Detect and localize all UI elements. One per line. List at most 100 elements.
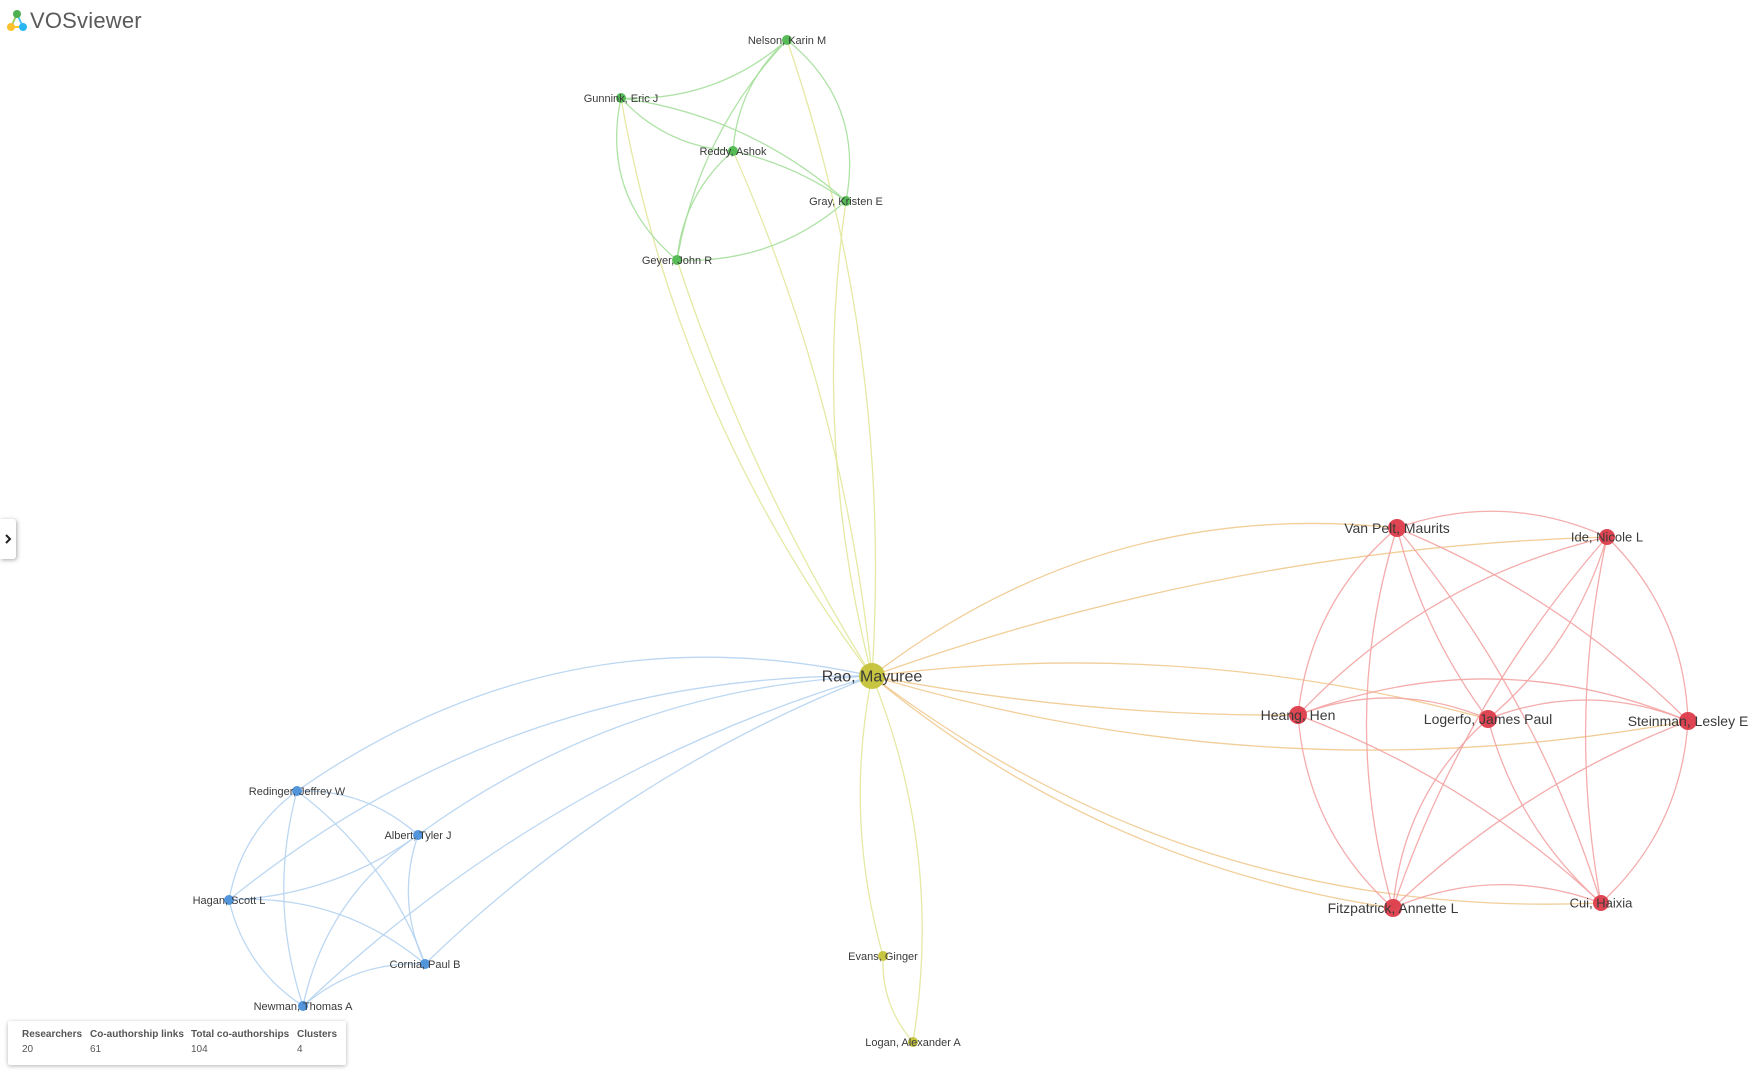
node-circle[interactable] xyxy=(1679,712,1697,730)
node-newman[interactable]: Newman, Thomas A xyxy=(254,1001,354,1013)
co-authorship-edge xyxy=(424,675,873,965)
co-authorship-edge xyxy=(283,790,304,1007)
node-label[interactable]: Newman, Thomas A xyxy=(254,1001,354,1013)
node-nelson[interactable]: Nelson, Karin M xyxy=(748,35,826,47)
node-label[interactable]: Van Pelt, Maurits xyxy=(1344,520,1450,536)
stat-clusters: Clusters 4 xyxy=(297,1029,337,1055)
co-authorship-edge xyxy=(871,522,1398,677)
network-edges xyxy=(228,39,1689,1043)
node-circle[interactable] xyxy=(672,255,682,265)
co-authorship-edge xyxy=(1606,536,1689,722)
node-circle[interactable] xyxy=(1384,899,1402,917)
node-circle[interactable] xyxy=(728,146,738,156)
stat-links: Co-authorship links 61 xyxy=(90,1029,184,1055)
co-authorship-edge xyxy=(1487,699,1689,722)
co-authorship-edge xyxy=(871,536,1608,677)
co-authorship-edge xyxy=(871,675,1394,909)
node-circle[interactable] xyxy=(841,196,851,206)
co-authorship-edge xyxy=(732,150,847,202)
co-authorship-edge xyxy=(228,834,419,901)
co-authorship-edge xyxy=(302,834,419,1007)
node-label[interactable]: Logan, Alexander A xyxy=(865,1037,961,1049)
node-label[interactable]: Heang, Hen xyxy=(1261,707,1336,723)
node-circle[interactable] xyxy=(878,951,888,961)
node-logan[interactable]: Logan, Alexander A xyxy=(865,1037,961,1049)
node-gunnink[interactable]: Gunnink, Eric J xyxy=(584,93,659,105)
node-circle[interactable] xyxy=(1289,706,1307,724)
node-label[interactable]: Geyer, John R xyxy=(642,255,712,267)
node-heang[interactable]: Heang, Hen xyxy=(1261,706,1336,724)
node-circle[interactable] xyxy=(224,895,234,905)
node-circle[interactable] xyxy=(298,1001,308,1011)
node-circle[interactable] xyxy=(616,93,626,103)
node-circle[interactable] xyxy=(782,35,792,45)
node-label[interactable]: Nelson, Karin M xyxy=(748,35,826,47)
node-circle[interactable] xyxy=(413,830,423,840)
co-authorship-edge xyxy=(296,790,419,836)
stat-links-value: 61 xyxy=(90,1044,102,1055)
vosviewer-logo-icon xyxy=(7,10,27,31)
node-label[interactable]: Ide, Nicole L xyxy=(1571,530,1643,545)
node-label[interactable]: Steinman, Lesley E xyxy=(1628,713,1749,729)
node-fitzpatrick[interactable]: Fitzpatrick, Annette L xyxy=(1328,899,1459,917)
co-authorship-edge xyxy=(417,675,873,836)
co-authorship-edge xyxy=(1600,720,1689,904)
node-hagan[interactable]: Hagan, Scott L xyxy=(193,895,266,907)
co-authorship-edge xyxy=(1297,714,1602,904)
node-label[interactable]: Redinger, Jeffrey W xyxy=(249,786,346,798)
node-logerfo[interactable]: Logerfo, James Paul xyxy=(1424,710,1552,728)
node-label[interactable]: Evans, Ginger xyxy=(848,951,918,963)
node-reddy[interactable]: Reddy, Ashok xyxy=(699,146,767,158)
node-circle[interactable] xyxy=(908,1037,918,1047)
node-circle[interactable] xyxy=(1593,895,1609,911)
node-circle[interactable] xyxy=(292,786,302,796)
node-circle[interactable] xyxy=(859,663,885,689)
node-gray[interactable]: Gray, Kristen E xyxy=(809,196,883,208)
co-authorship-edge xyxy=(1396,527,1602,904)
node-ide[interactable]: Ide, Nicole L xyxy=(1571,529,1643,545)
co-authorship-edge xyxy=(620,39,788,99)
node-label[interactable]: Cornia, Paul B xyxy=(390,959,461,971)
node-label[interactable]: Reddy, Ashok xyxy=(699,146,767,158)
node-label[interactable]: Rao, Mayuree xyxy=(822,669,923,686)
node-circle[interactable] xyxy=(1388,519,1406,537)
co-authorship-edge xyxy=(1297,678,1689,722)
stat-researchers-label: Researchers xyxy=(22,1029,83,1040)
co-authorship-edge xyxy=(228,675,873,901)
node-vanpelt[interactable]: Van Pelt, Maurits xyxy=(1344,519,1450,537)
node-circle[interactable] xyxy=(1479,710,1497,728)
co-authorship-edge xyxy=(871,675,1299,716)
node-evans[interactable]: Evans, Ginger xyxy=(848,951,918,963)
node-cornia[interactable]: Cornia, Paul B xyxy=(390,959,461,971)
node-label[interactable]: Cui, Haixia xyxy=(1570,896,1634,911)
node-label[interactable]: Logerfo, James Paul xyxy=(1424,711,1552,727)
node-albert[interactable]: Albert, Tyler J xyxy=(384,830,451,842)
node-label[interactable]: Gunnink, Eric J xyxy=(584,93,659,105)
co-authorship-edge xyxy=(620,97,734,152)
node-geyer[interactable]: Geyer, John R xyxy=(642,255,712,267)
co-authorship-edge xyxy=(296,656,873,792)
node-circle[interactable] xyxy=(420,959,430,969)
co-authorship-edge xyxy=(228,899,304,1007)
node-circle[interactable] xyxy=(1599,529,1615,545)
stat-total-label: Total co-authorships xyxy=(191,1029,290,1040)
co-authorship-edge xyxy=(302,675,873,1007)
co-authorship-edge xyxy=(296,790,426,965)
node-label[interactable]: Fitzpatrick, Annette L xyxy=(1328,900,1459,916)
co-authorship-edge xyxy=(871,675,923,1043)
node-label[interactable]: Albert, Tyler J xyxy=(384,830,451,842)
co-authorship-edge xyxy=(1297,527,1398,716)
stat-links-label: Co-authorship links xyxy=(90,1029,184,1040)
node-steinman[interactable]: Steinman, Lesley E xyxy=(1628,712,1749,730)
co-authorship-edge xyxy=(620,97,873,677)
node-cui[interactable]: Cui, Haixia xyxy=(1570,895,1634,911)
sidebar-toggle-button[interactable] xyxy=(0,519,16,559)
stat-researchers-value: 20 xyxy=(22,1044,34,1055)
node-label[interactable]: Hagan, Scott L xyxy=(193,895,266,907)
node-rao[interactable]: Rao, Mayuree xyxy=(822,663,923,689)
stat-researchers: Researchers 20 xyxy=(22,1029,82,1055)
node-redinger[interactable]: Redinger, Jeffrey W xyxy=(249,786,346,798)
node-label[interactable]: Gray, Kristen E xyxy=(809,196,883,208)
chevron-right-icon xyxy=(5,534,12,544)
